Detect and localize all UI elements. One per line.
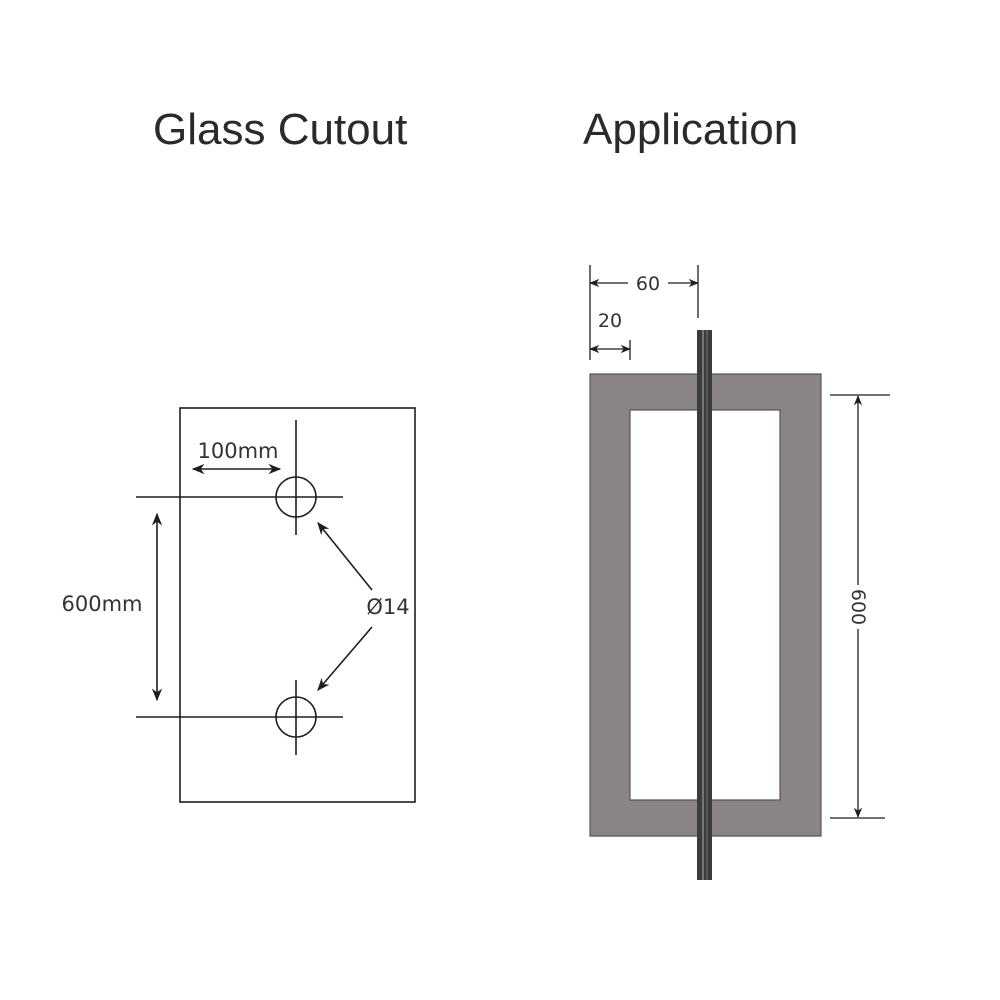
glass-panel (179, 407, 416, 803)
spacing-label: 600mm (62, 592, 143, 616)
length-label: 600 (847, 589, 869, 625)
hole-bottom (275, 696, 317, 738)
diameter-leader-bottom (317, 626, 373, 691)
diameter-label: Ø14 (366, 595, 409, 619)
width-label: 60 (636, 273, 660, 295)
offset-label: 100mm (198, 439, 279, 463)
application-drawing (588, 265, 890, 880)
handle-frame (589, 373, 822, 837)
hole-top (275, 476, 317, 518)
diameter-leader-top (317, 522, 373, 591)
bar-label: 20 (598, 310, 622, 332)
application-title: Application (583, 105, 799, 154)
glass-rod (697, 330, 712, 880)
glass-cutout-title: Glass Cutout (153, 105, 408, 154)
glass-cutout-drawing (136, 407, 416, 803)
